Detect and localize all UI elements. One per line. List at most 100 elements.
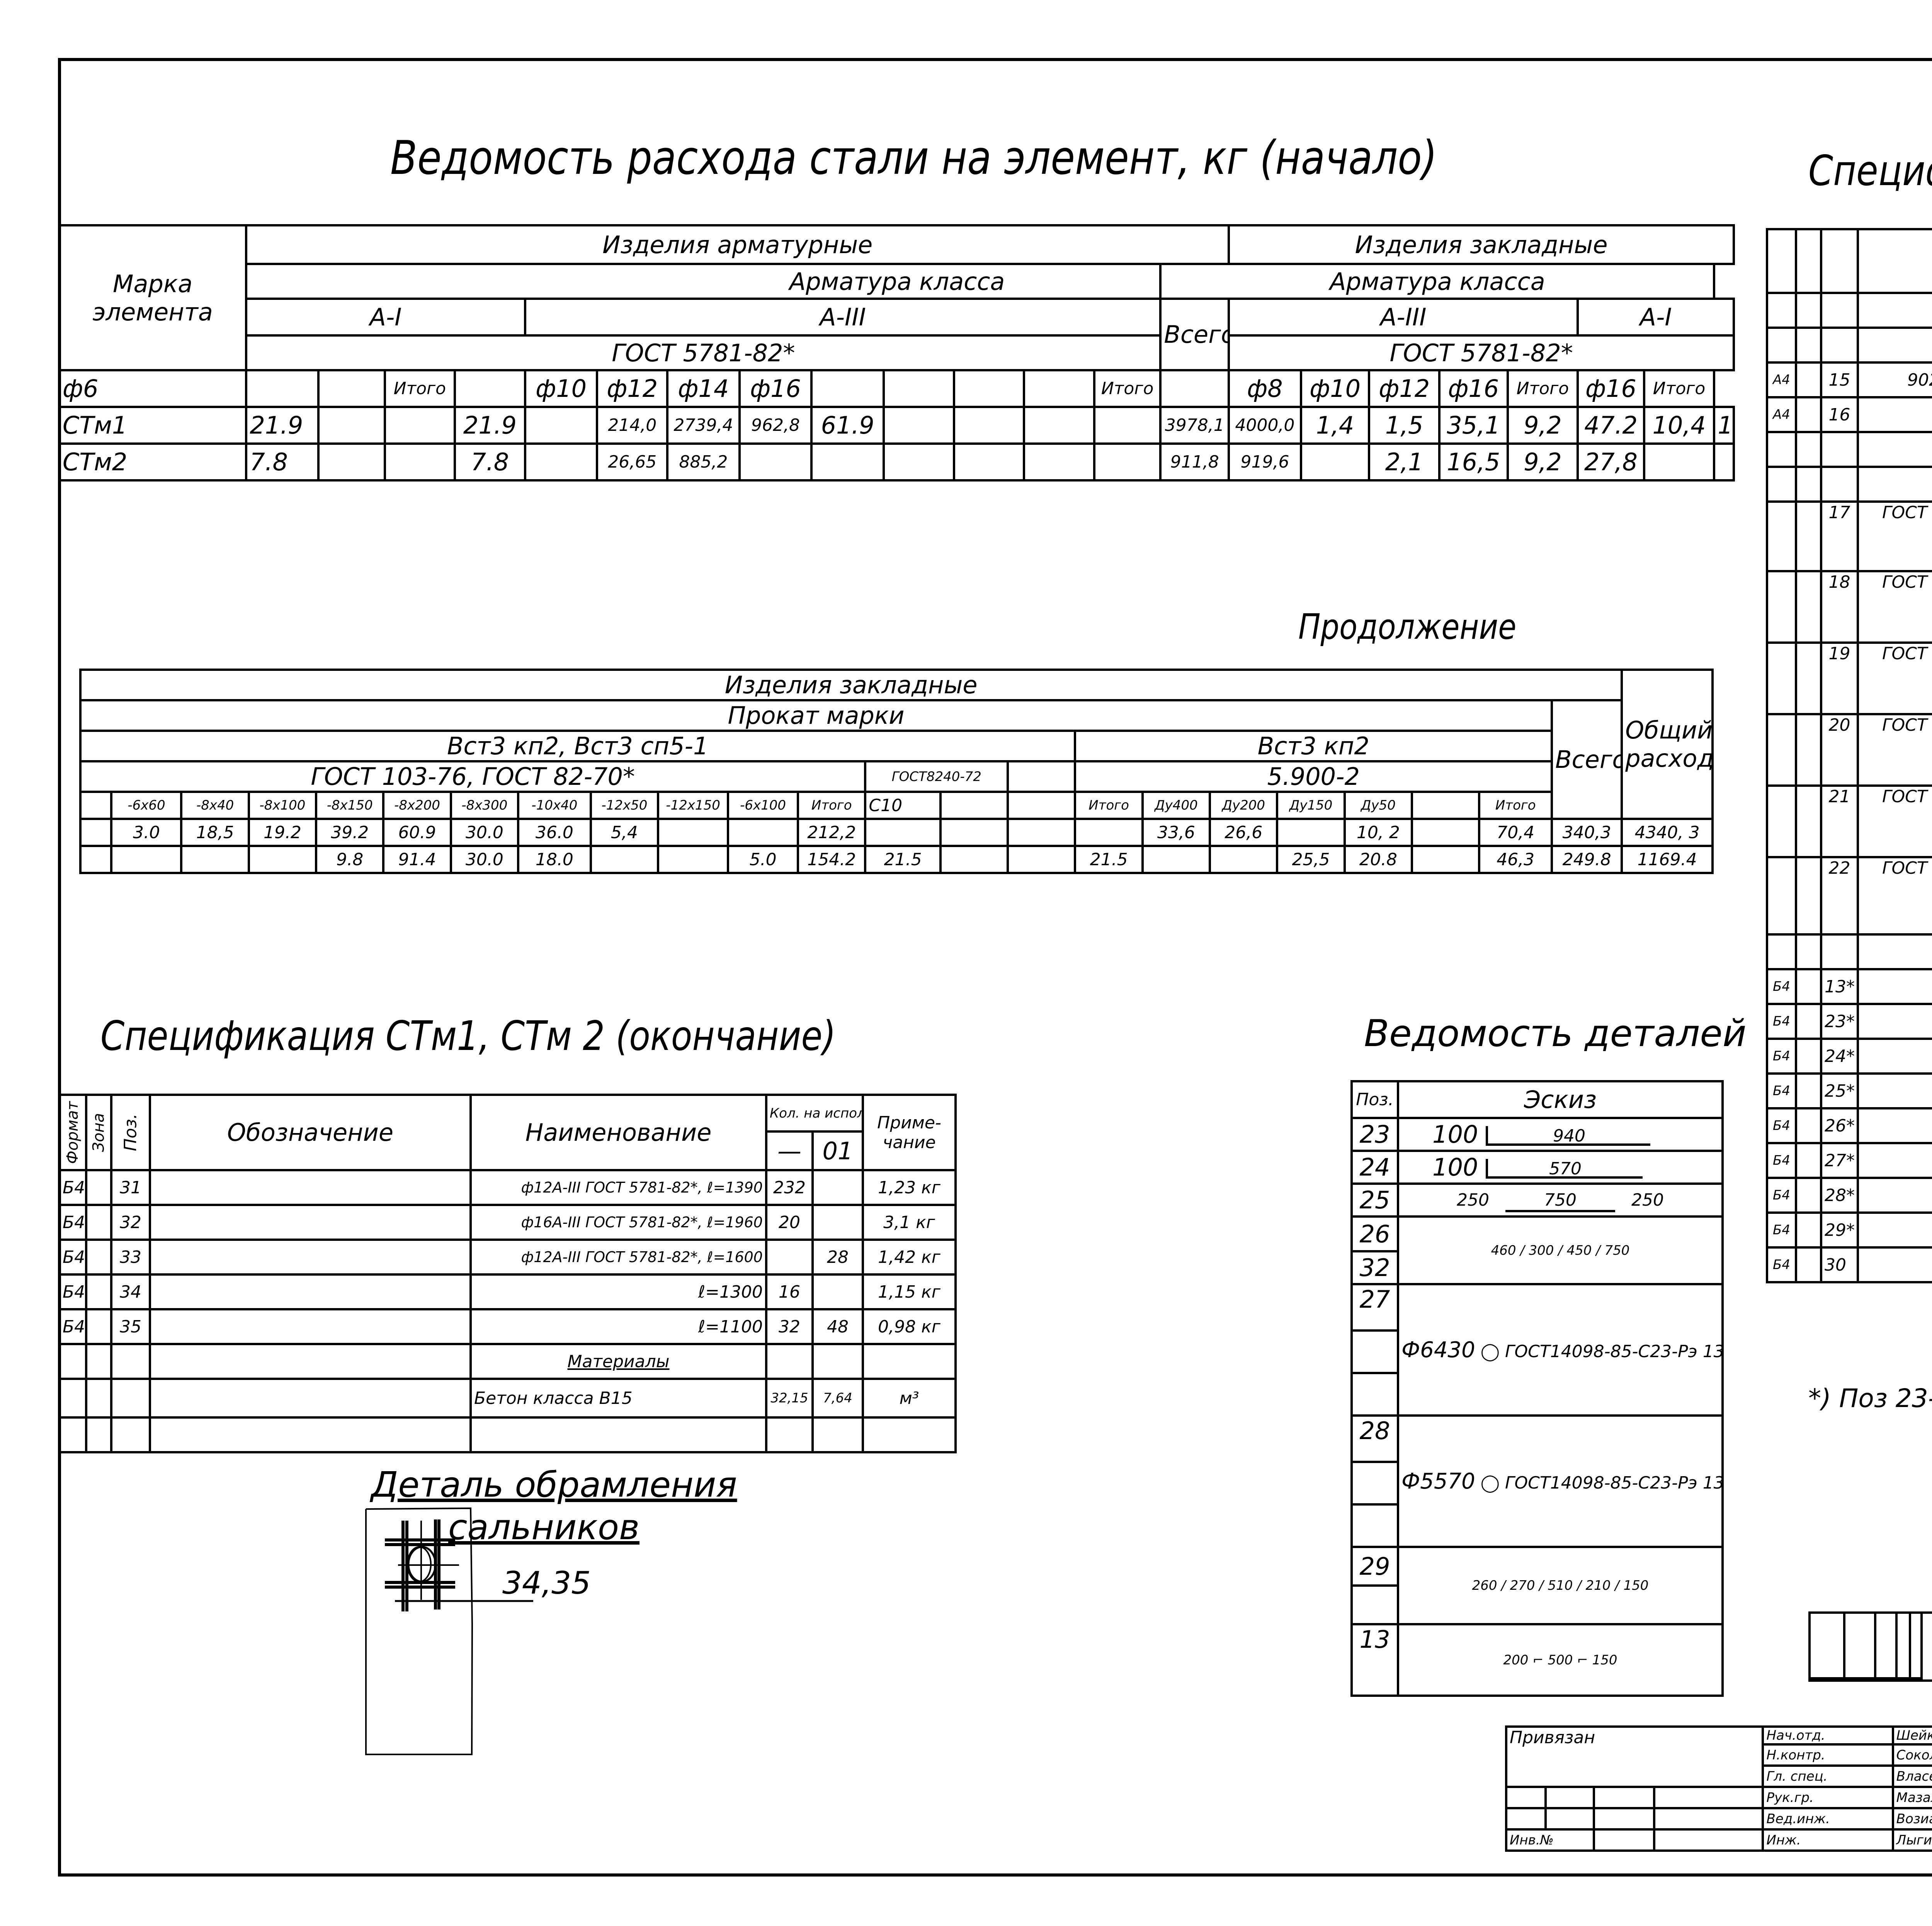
pos-cell: 21 bbox=[1820, 784, 1859, 858]
table-row: СТм1 21.9 21.9 214,0 2739,4 962,8 61.9 3… bbox=[58, 406, 1735, 445]
col-header: ф12 bbox=[596, 369, 669, 408]
value-cell: 2,1 bbox=[1368, 442, 1440, 482]
gost-header: ГОСТ 5781-82* bbox=[245, 334, 1162, 371]
format-cell: Б4 bbox=[1766, 968, 1797, 1005]
col-header: -8х200 bbox=[382, 791, 452, 820]
dim-label: 200 bbox=[1503, 1652, 1529, 1668]
col-header bbox=[1023, 369, 1095, 408]
value-cell: 19.2 bbox=[247, 818, 318, 847]
value-cell bbox=[110, 845, 183, 874]
role-cell: Инж. bbox=[1762, 1828, 1894, 1852]
col-header: -12х50 bbox=[589, 791, 660, 820]
value-cell bbox=[939, 818, 1009, 847]
dim-label: 570 bbox=[1486, 1159, 1643, 1179]
value-cell: 18.0 bbox=[517, 845, 592, 874]
pos-cell: 35 bbox=[110, 1308, 151, 1345]
value-cell: 4000,0 bbox=[1228, 406, 1302, 445]
col-header: Итого bbox=[1643, 369, 1716, 408]
value-cell bbox=[1023, 442, 1095, 482]
col-header: С10 bbox=[864, 791, 942, 820]
value-cell bbox=[383, 442, 456, 482]
pos-cell: 23 bbox=[1350, 1117, 1399, 1152]
value-cell bbox=[883, 406, 955, 445]
pos-cell: 19 bbox=[1820, 641, 1859, 715]
value-cell: 61.9 bbox=[810, 406, 885, 445]
value-cell bbox=[1007, 845, 1077, 874]
format-cell: А4 bbox=[1766, 361, 1797, 398]
value-cell bbox=[1299, 442, 1371, 482]
designation-cell: ГОСТ 23279-85 bbox=[1857, 856, 1932, 936]
value-cell bbox=[1074, 818, 1144, 847]
value-cell: 9,2 bbox=[1506, 442, 1579, 482]
note-cell: 1,42 кг bbox=[862, 1239, 957, 1276]
col-header bbox=[810, 369, 885, 408]
role-cell: Вед.инж. bbox=[1762, 1807, 1894, 1831]
format-cell: Б4 bbox=[1766, 1003, 1797, 1040]
table-row: 24 100 570 bbox=[1350, 1150, 1724, 1185]
col-header: Итого bbox=[1074, 791, 1144, 820]
role-cell: Рук.гр. bbox=[1762, 1786, 1894, 1809]
qty-cell: 232 bbox=[765, 1169, 814, 1206]
value-cell: 212,2 bbox=[797, 818, 867, 847]
qty-dash-header: — bbox=[765, 1130, 814, 1171]
col-header: Итого bbox=[1093, 369, 1162, 408]
value-cell bbox=[524, 442, 599, 482]
value-cell bbox=[1007, 818, 1077, 847]
rebar-class-header-2: Арматура класса bbox=[1159, 263, 1716, 300]
dim-label: Ф5570 bbox=[1401, 1468, 1475, 1494]
sketch-cell: Ф5570 ◯ ГОСТ14098-85-С23-Рэ 130 bbox=[1397, 1414, 1724, 1548]
col-header: -8х40 bbox=[180, 791, 250, 820]
table-row: Сетки арматурные bbox=[1766, 466, 1932, 503]
title-block: Привязан Нач.отд. Шейко Канализационная … bbox=[1505, 1725, 1932, 1852]
dim-label: 940 bbox=[1486, 1126, 1651, 1146]
pos-cell: 23* bbox=[1820, 1003, 1859, 1040]
value-cell bbox=[1276, 818, 1346, 847]
value-cell bbox=[180, 845, 250, 874]
col-header: Ду50 bbox=[1343, 791, 1413, 820]
value-cell: 2739,4 bbox=[666, 406, 741, 445]
table-row: Сборочные единицы bbox=[1766, 292, 1932, 329]
dim-label: 750 bbox=[1604, 1242, 1630, 1258]
pos-cell: 27* bbox=[1820, 1142, 1859, 1179]
value-cell bbox=[727, 818, 799, 847]
format-cell: Б4 bbox=[1766, 1038, 1797, 1075]
value-cell: 39.2 bbox=[315, 818, 385, 847]
sketch-cell: 100 940 bbox=[1397, 1117, 1724, 1152]
value-cell: 154.2 bbox=[797, 845, 867, 874]
value-cell: 25,5 bbox=[1276, 845, 1346, 874]
pos-cell: 29* bbox=[1820, 1211, 1859, 1249]
designation-cell bbox=[149, 1169, 472, 1206]
pos-cell: 25* bbox=[1820, 1072, 1859, 1109]
spec-end-title: Спецификация СТм1, СТм 2 (окончание) bbox=[100, 1012, 836, 1060]
format-cell: Б4 bbox=[1766, 1177, 1797, 1214]
name-cell: Власенко bbox=[1891, 1764, 1932, 1788]
gland-detail-drawing bbox=[365, 1507, 533, 1755]
col-header: -8х100 bbox=[247, 791, 318, 820]
pos-cell: 17 bbox=[1820, 500, 1859, 572]
parts-list-title: Ведомость деталей bbox=[1364, 1012, 1747, 1055]
designation-cell bbox=[149, 1204, 472, 1241]
value-cell: 36.0 bbox=[517, 818, 592, 847]
gland-detail-title-1: Деталь обрамления bbox=[371, 1465, 737, 1505]
value-cell: 26,65 bbox=[596, 442, 669, 482]
name-cell: Сокольская bbox=[1891, 1743, 1932, 1767]
name-cell: ф12А-III ГОСТ 5781-82*, ℓ=1600 bbox=[469, 1239, 767, 1276]
table-row: 29 260 / 270 / 510 / 210 / 150 bbox=[1350, 1546, 1724, 1625]
col-header bbox=[883, 369, 955, 408]
designation-cell: 902-1-110.87-КЖ2.И-КР1 bbox=[1857, 361, 1932, 398]
total-header: Всего bbox=[1159, 298, 1230, 371]
pos-cell: 18 bbox=[1820, 570, 1859, 644]
qty-cell: 16 bbox=[765, 1273, 814, 1310]
value-cell bbox=[1209, 845, 1279, 874]
pos-cell: 16 bbox=[1820, 396, 1859, 433]
mark-cell: СТм1 bbox=[58, 406, 248, 445]
class-a1: А-I bbox=[245, 298, 526, 337]
name-cell: ℓ=1100 bbox=[469, 1308, 767, 1345]
value-cell bbox=[1411, 818, 1481, 847]
name-cell: Возианов bbox=[1891, 1807, 1932, 1831]
format-cell: Б4 bbox=[58, 1273, 87, 1310]
